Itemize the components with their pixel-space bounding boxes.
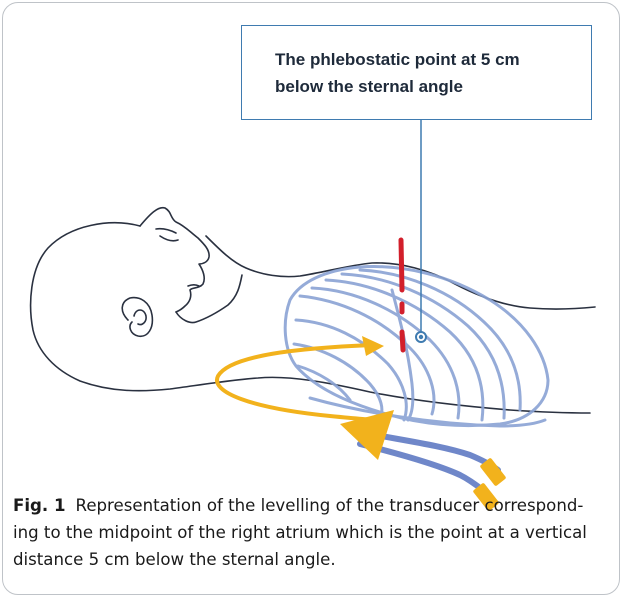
head-back-outline	[31, 223, 590, 413]
sternal-marker-segment	[402, 332, 403, 350]
brow	[156, 229, 176, 233]
callout-line-1: The phlebostatic point at 5 cm	[275, 46, 579, 73]
mouth	[188, 285, 199, 286]
level-arrow-head	[362, 336, 384, 356]
ear-inner	[134, 310, 146, 325]
eye-closed	[160, 236, 178, 241]
rib	[294, 344, 382, 418]
figure-label: Fig. 1	[13, 496, 66, 515]
jaw-neck	[176, 275, 242, 323]
sternal-marker-segment	[401, 240, 402, 290]
face-profile	[140, 208, 209, 312]
ear	[122, 298, 152, 337]
sternal-marker	[401, 240, 403, 350]
callout-box: The phlebostatic point at 5 cm below the…	[241, 25, 592, 120]
callout-line-2: below the sternal angle	[275, 73, 579, 100]
rib	[312, 288, 459, 418]
caption-text: Representation of the levelling of the t…	[13, 496, 587, 569]
